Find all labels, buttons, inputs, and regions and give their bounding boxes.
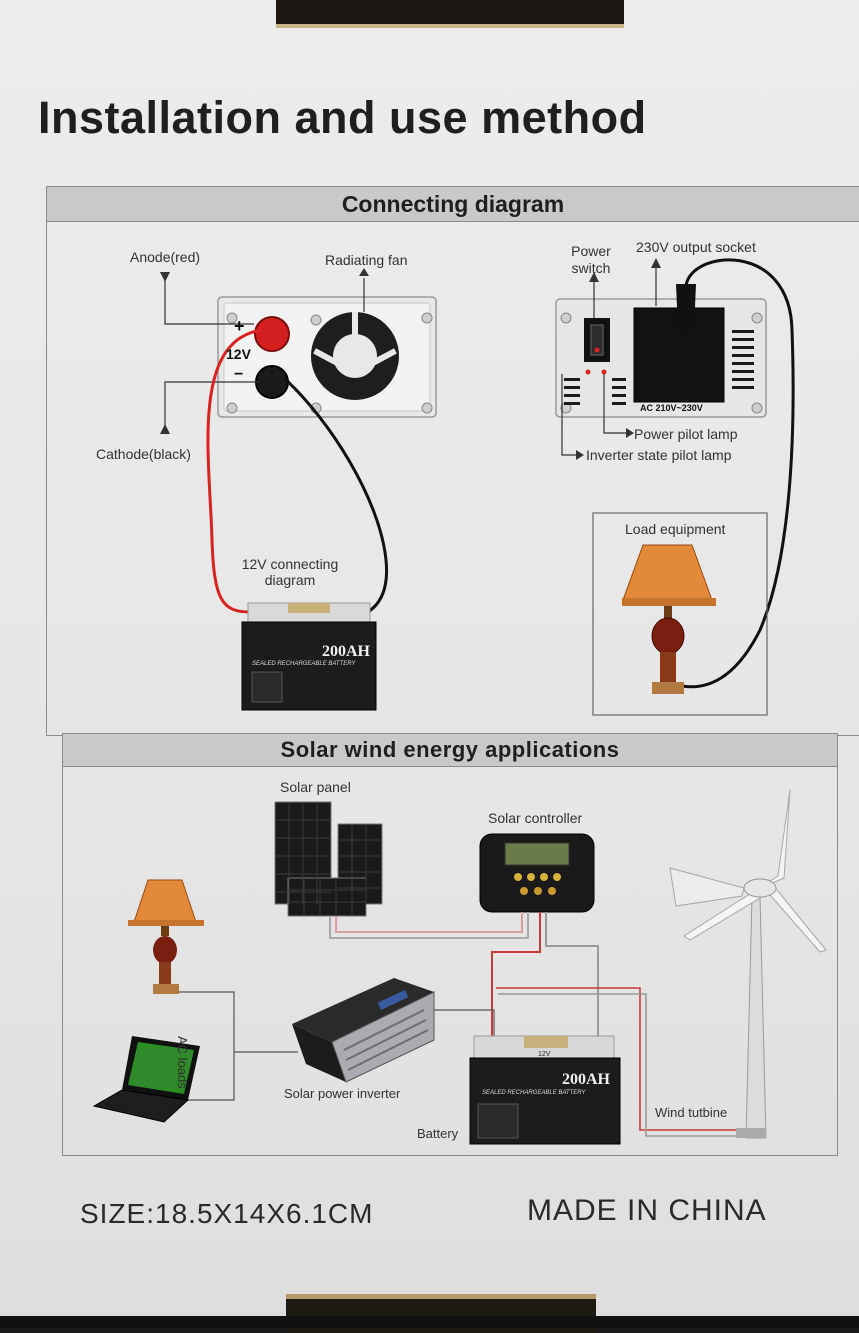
inverter-front bbox=[217, 296, 437, 418]
minus-sign-label: − bbox=[234, 366, 244, 383]
laptop-icon bbox=[92, 1036, 200, 1123]
solar-power-inverter-label: Solar power inverter bbox=[284, 1086, 401, 1101]
battery-label: Battery bbox=[417, 1126, 459, 1141]
voltage-label: 12V bbox=[226, 346, 251, 362]
solar-panel-label: Solar panel bbox=[280, 779, 351, 795]
ac-loads-label: AC loads bbox=[175, 1036, 190, 1089]
load-equipment-label: Load equipment bbox=[625, 521, 726, 537]
power-pilot-label: Power pilot lamp bbox=[634, 426, 738, 442]
inverter-back bbox=[555, 284, 767, 418]
cathode-label: Cathode(black) bbox=[96, 446, 191, 462]
anode-terminal-icon bbox=[254, 316, 290, 352]
table-lamp-icon bbox=[622, 544, 716, 694]
output-socket-label: 230V output socket bbox=[636, 239, 756, 255]
plus-sign-label: + bbox=[234, 316, 245, 336]
power-switch-label: Power switch bbox=[571, 243, 611, 276]
solar-section-header: Solar wind energy applications bbox=[62, 733, 838, 767]
battery-top-icon bbox=[241, 602, 377, 711]
wind-turbine-label: Wind tutbine bbox=[655, 1105, 728, 1120]
battery-top-subtitle-label: SEALED RECHARGEABLE BATTERY bbox=[252, 661, 356, 667]
radiating-fan-icon bbox=[311, 312, 399, 400]
solar-panel-icon bbox=[274, 801, 383, 917]
inverter-pilot-label: Inverter state pilot lamp bbox=[586, 447, 732, 463]
socket-rating-label: AC 210V~230V bbox=[640, 403, 703, 413]
battery-bottom-subtitle-label: SEALED RECHARGEABLE BATTERY bbox=[482, 1090, 586, 1096]
battery-bottom-capacity-label: 200AH bbox=[562, 1071, 610, 1088]
radiating-fan-label: Radiating fan bbox=[325, 252, 408, 268]
made-in-label: MADE IN CHINA bbox=[527, 1194, 767, 1227]
solar-controller-label: Solar controller bbox=[488, 810, 583, 826]
anode-label: Anode(red) bbox=[130, 249, 201, 265]
connecting-diagram-label: 12V connecting diagram bbox=[241, 556, 339, 588]
cathode-terminal-icon bbox=[255, 365, 289, 399]
battery-top-voltage-label: 12V bbox=[300, 625, 313, 632]
plug-icon bbox=[676, 284, 696, 330]
box-cutout-top bbox=[276, 0, 624, 28]
battery-icon bbox=[469, 1035, 621, 1145]
battery-top-capacity-label: 200AH bbox=[322, 643, 370, 660]
bottom-edge bbox=[0, 1316, 859, 1328]
load-equipment-box bbox=[592, 512, 768, 716]
ac-load-lamp-icon bbox=[128, 879, 204, 994]
solar-controller-icon bbox=[479, 833, 595, 913]
solar-power-inverter-icon bbox=[292, 978, 435, 1083]
battery-bottom-voltage-label: 12V bbox=[538, 1051, 551, 1058]
wind-turbine-icon bbox=[669, 789, 827, 1139]
size-label: SIZE:18.5X14X6.1CM bbox=[80, 1198, 374, 1229]
connecting-section-header: Connecting diagram bbox=[46, 186, 859, 222]
page-title: Installation and use method bbox=[38, 92, 647, 143]
